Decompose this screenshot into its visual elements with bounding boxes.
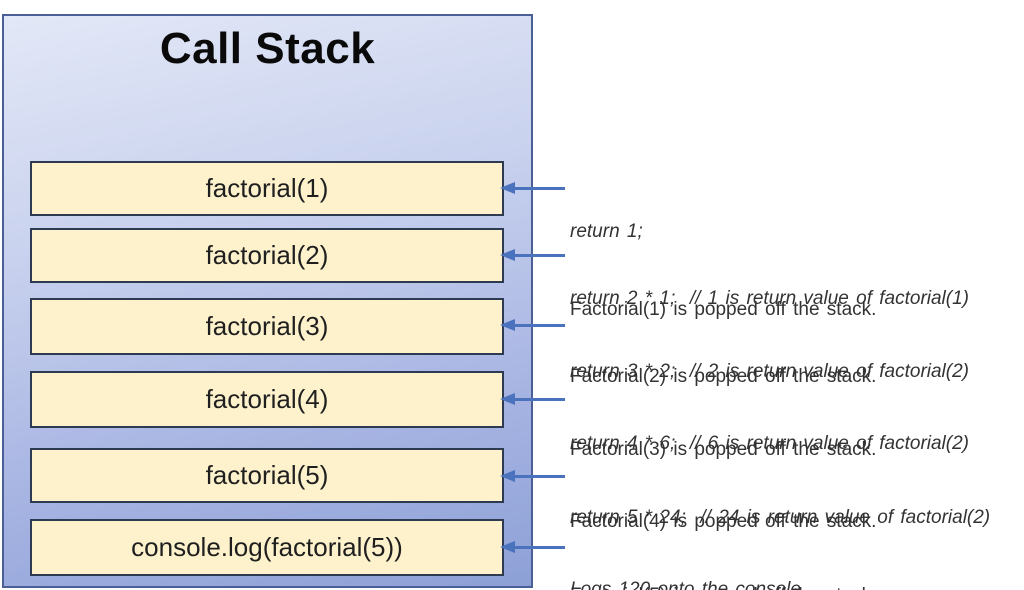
stack-frame-label: console.log(factorial(5)) <box>131 532 403 562</box>
annotation-note-line: Factorial(5) is popped off the stack. <box>570 583 990 590</box>
pop-arrow-left-icon <box>500 182 565 194</box>
pop-arrow-left-icon <box>500 249 565 261</box>
annotation-block: return 3 * 2; // 2 is return value of fa… <box>570 307 969 515</box>
annotation-code-line: return 3 * 2; // 2 is return value of fa… <box>570 361 970 382</box>
pop-arrow-left-icon <box>500 319 565 331</box>
stack-frame-label: factorial(1) <box>205 173 329 203</box>
stack-frame: factorial(1) <box>30 161 504 216</box>
stack-frame-label: factorial(5) <box>205 460 329 490</box>
arrow-shaft <box>515 397 565 401</box>
arrow-shaft <box>515 186 565 190</box>
arrowhead-icon <box>500 541 515 553</box>
arrowhead-icon <box>500 319 515 331</box>
pop-arrow-left-icon <box>500 470 565 482</box>
annotation-note-line: Factorial(4) is popped off the stack. <box>570 511 877 532</box>
annotation-code-line: return 2 * 1; // 1 is return value of fa… <box>570 288 970 309</box>
pop-arrow-left-icon <box>500 393 565 405</box>
pop-arrow-left-icon <box>500 541 565 553</box>
arrow-shaft <box>515 474 565 478</box>
stack-frame: factorial(3) <box>30 298 504 355</box>
annotation-note-line: Factorial(1) is popped off the stack. <box>570 299 877 320</box>
annotation-code-line: Logs 120 onto the console. <box>570 579 807 590</box>
call-stack-panel: Call Stack factorial(1) factorial(2) fac… <box>2 14 533 588</box>
arrow-shaft <box>515 545 565 549</box>
annotation-block: Logs 120 onto the console. console.log(f… <box>570 525 979 590</box>
annotation-note-line: Factorial(3) is popped off the stack. <box>570 439 877 460</box>
diagram-title: Call Stack <box>159 24 376 73</box>
annotation-block: return 1; Factorial(1) is popped off the… <box>570 167 876 375</box>
arrowhead-icon <box>500 182 515 194</box>
stack-frame: factorial(4) <box>30 371 504 428</box>
annotation-note-line: Factorial(2) is popped off the stack. <box>570 366 877 387</box>
arrowhead-icon <box>500 470 515 482</box>
arrow-shaft <box>515 253 565 257</box>
stack-frame: console.log(factorial(5)) <box>30 519 504 576</box>
arrowhead-icon <box>500 249 515 261</box>
stack-frame-label: factorial(4) <box>205 384 329 414</box>
stack-frame-label: factorial(2) <box>205 240 329 270</box>
annotation-code-line: return 1; <box>570 221 643 242</box>
arrowhead-icon <box>500 393 515 405</box>
annotation-block: return 2 * 1; // 1 is return value of fa… <box>570 234 969 442</box>
arrow-shaft <box>515 323 565 327</box>
annotation-code-line: return 4 * 6; // 6 is return value of fa… <box>570 433 970 454</box>
annotation-block: return 5 * 24; // 24 is return value of … <box>570 453 990 590</box>
annotation-block: return 4 * 6; // 6 is return value of fa… <box>570 379 969 587</box>
stack-frame-label: factorial(3) <box>205 311 329 341</box>
annotation-code-line: return 5 * 24; // 24 is return value of … <box>570 507 991 528</box>
stack-frame: factorial(2) <box>30 228 504 283</box>
stack-frame: factorial(5) <box>30 448 504 503</box>
